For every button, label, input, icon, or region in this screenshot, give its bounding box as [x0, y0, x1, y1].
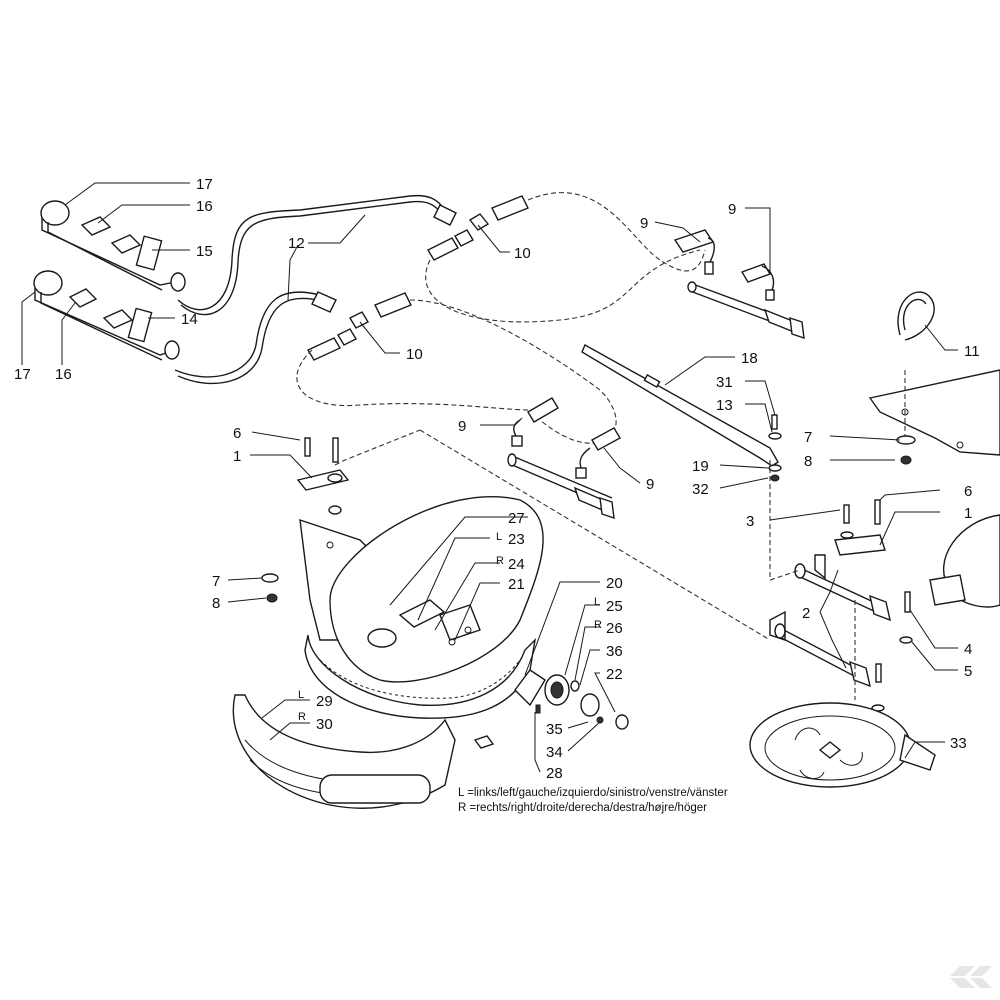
callout-22: 22 [606, 666, 623, 683]
callout-9-middle-right: 9 [646, 476, 654, 493]
spring-clip-11 [897, 291, 935, 341]
callout-2: 2 [802, 605, 810, 622]
callout-9-top-left: 9 [640, 215, 648, 232]
disc-top-right [929, 514, 1000, 608]
callout-16-upper: 16 [196, 198, 213, 215]
callout-numbers: 17 16 15 12 10 14 17 16 10 9 9 11 18 31 … [14, 176, 980, 782]
gear-hub [514, 669, 629, 730]
leader-lines [21, 182, 958, 773]
callout-6-left: 6 [233, 425, 241, 442]
callout-1-left: 1 [233, 448, 241, 465]
callout-9-middle-left: 9 [458, 418, 466, 435]
guard-29-30 [232, 694, 495, 809]
callout-11: 11 [964, 343, 980, 360]
callout-3: 3 [746, 513, 754, 530]
label-r-30: R [298, 711, 306, 723]
callout-35: 35 [546, 721, 563, 738]
callout-31: 31 [716, 374, 733, 391]
blade-disk-33 [749, 702, 936, 788]
callout-27: 27 [508, 510, 525, 527]
cable-handle-lower [33, 270, 180, 361]
callout-15: 15 [196, 243, 213, 260]
right-bracket-plate [868, 369, 1000, 465]
label-l-29: L [298, 689, 304, 701]
callout-18: 18 [741, 350, 758, 367]
callout-10-lower: 10 [406, 346, 423, 363]
callout-24: 24 [508, 556, 525, 573]
label-r-24: R [496, 555, 504, 567]
brand-logo [950, 966, 992, 988]
callout-33: 33 [950, 735, 967, 752]
callout-34: 34 [546, 744, 563, 761]
callout-28: 28 [546, 765, 563, 782]
callout-9-top-right: 9 [728, 201, 736, 218]
callout-19: 19 [692, 458, 709, 475]
callout-12: 12 [288, 235, 305, 252]
callout-36: 36 [606, 643, 623, 660]
callout-6-right: 6 [964, 483, 972, 500]
callout-30: 30 [316, 716, 333, 733]
callout-17-upper: 17 [196, 176, 213, 193]
callout-21: 21 [508, 576, 525, 593]
callout-8-left: 8 [212, 595, 220, 612]
callout-17-lower: 17 [14, 366, 31, 383]
callout-25: 25 [606, 598, 623, 615]
callout-13: 13 [716, 397, 733, 414]
callout-14: 14 [181, 311, 198, 328]
callout-4: 4 [964, 641, 972, 658]
hardware-31-32 [768, 414, 782, 482]
connector-10-upper [427, 195, 529, 261]
callout-10-upper: 10 [514, 245, 531, 262]
callout-7-right: 7 [804, 429, 812, 446]
callout-23: 23 [508, 531, 525, 548]
callout-32: 32 [692, 481, 709, 498]
legend-left: L =links/left/gauche/izquierdo/sinistro/… [458, 787, 728, 799]
legend-right: R =rechts/right/droite/derecha/destra/hø… [458, 802, 707, 814]
callout-5: 5 [964, 663, 972, 680]
connector-10-lower [306, 291, 412, 361]
callout-26: 26 [606, 620, 623, 637]
callout-7-left: 7 [212, 573, 220, 590]
callout-20: 20 [606, 575, 623, 592]
label-r-26: R [594, 619, 602, 631]
label-l-23: L [496, 531, 502, 543]
callout-8-right: 8 [804, 453, 812, 470]
right-axle-assembly [769, 460, 913, 712]
label-l-25: L [594, 596, 600, 608]
cable-bracket-top-right [673, 229, 805, 340]
callout-1-right: 1 [964, 505, 972, 522]
cable-handle-upper [40, 200, 186, 292]
cable-bracket-middle [507, 397, 621, 520]
callout-29: 29 [316, 693, 333, 710]
callout-16-lower: 16 [55, 366, 72, 383]
blade-plate-27 [329, 495, 544, 683]
